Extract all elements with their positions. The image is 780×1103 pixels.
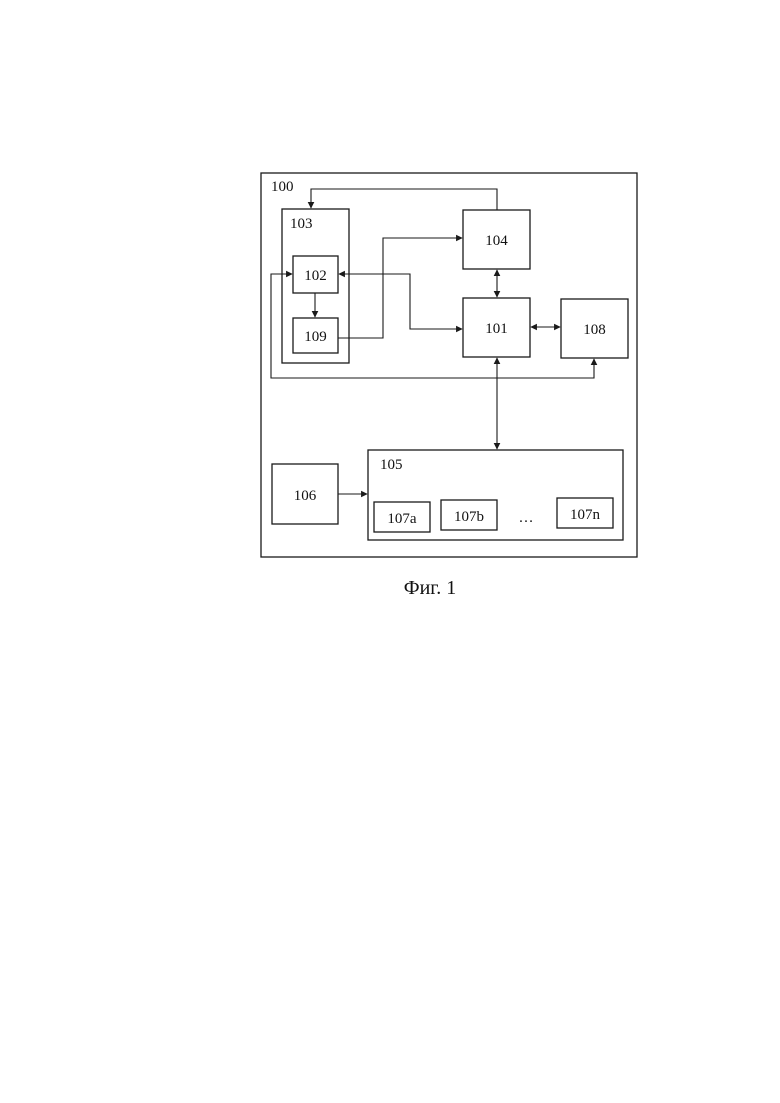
block-103-label: 103 bbox=[290, 216, 313, 232]
block-107n-label: 107n bbox=[570, 507, 601, 523]
ellipsis-label: … bbox=[519, 510, 534, 526]
block-109: 109 bbox=[293, 318, 338, 353]
block-105-label: 105 bbox=[380, 457, 403, 473]
connector-102-101 bbox=[339, 274, 462, 329]
block-101: 101 bbox=[463, 298, 530, 357]
block-107a: 107a bbox=[374, 502, 430, 532]
block-107b-label: 107b bbox=[454, 509, 484, 525]
block-102: 102 bbox=[293, 256, 338, 293]
block-107b: 107b bbox=[441, 500, 497, 530]
block-108-label: 108 bbox=[583, 322, 606, 338]
block-106-label: 106 bbox=[294, 488, 317, 504]
connector-104-to-103 bbox=[311, 189, 497, 210]
block-107a-label: 107a bbox=[387, 511, 417, 527]
block-101-label: 101 bbox=[485, 321, 508, 337]
block-106: 106 bbox=[272, 464, 338, 524]
connector-109-to-104 bbox=[338, 238, 462, 338]
block-109-label: 109 bbox=[304, 329, 327, 345]
block-104-label: 104 bbox=[485, 233, 508, 249]
block-104: 104 bbox=[463, 210, 530, 269]
block-108: 108 bbox=[561, 299, 628, 358]
block-102-label: 102 bbox=[304, 268, 327, 284]
figure-caption: Фиг. 1 bbox=[0, 577, 780, 600]
block-107n: 107n bbox=[557, 498, 613, 528]
block-100-label: 100 bbox=[271, 179, 294, 195]
